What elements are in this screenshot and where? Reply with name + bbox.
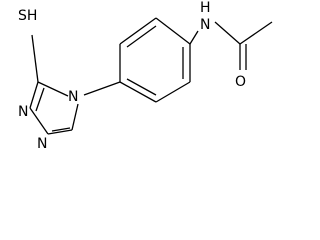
molecule-structure: SH N N N H N O [18,0,273,152]
atom-label-n-bottom-left: N [37,136,47,152]
atom-label-n-ring: N [68,89,78,105]
benzene-bond [155,81,191,103]
triazole-bond [29,81,39,109]
triazole-ring [29,34,121,135]
bond-ring-to-n [189,30,199,45]
triazole-bond [71,103,79,131]
atom-label-o: O [235,74,246,90]
triazole-bond [37,81,69,97]
atom-label-n-top-left: N [18,104,28,120]
bond-n-to-carbonyl [214,21,241,45]
benzene-bond [155,17,191,45]
benzene-ring [119,17,191,103]
atom-label-n-amide: N [200,17,210,33]
bond-ring-to-triazole-n [83,81,121,96]
triazole-bond [47,129,73,135]
bond-c-to-sh [31,34,39,83]
chemical-structure-canvas: SH N N N H N O [18,0,273,152]
benzene-bond [119,17,157,45]
triazole-double-bond [35,87,45,112]
acetamide-group [189,21,273,70]
bond-carbonyl-to-methyl [239,21,273,45]
benzene-double-bond [126,25,157,48]
benzene-bond [119,81,157,103]
triazole-double-bond [51,127,71,132]
triazole-bond [29,107,49,135]
atom-label-sh: SH [18,8,37,24]
atom-label-h: H [200,0,211,16]
benzene-double-bond [126,78,157,96]
